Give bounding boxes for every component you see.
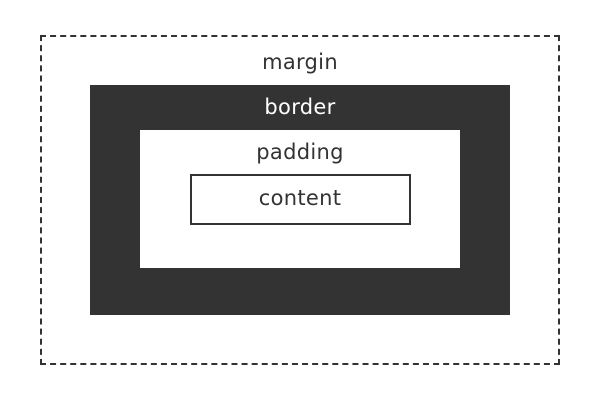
margin-label: margin	[262, 50, 338, 74]
content-area	[190, 174, 411, 225]
padding-label: padding	[256, 140, 344, 164]
content-label: content	[258, 186, 342, 210]
border-label: border	[264, 95, 336, 119]
margin-area	[40, 35, 560, 365]
